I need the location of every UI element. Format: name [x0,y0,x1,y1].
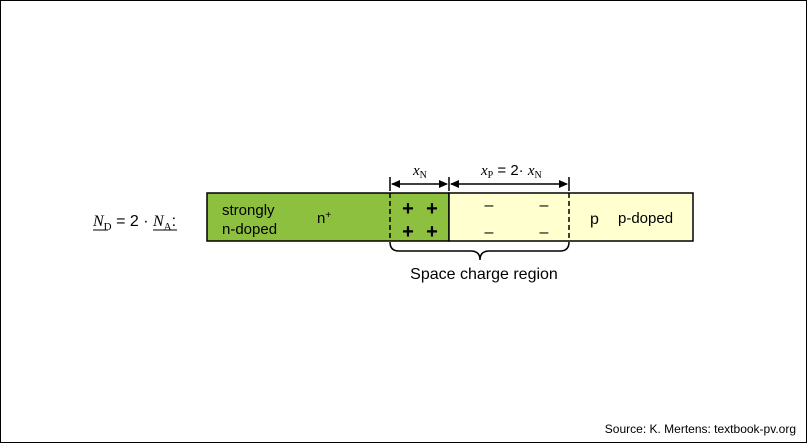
xp-sub: P [488,170,494,181]
equation-middle: = 2 · [112,213,153,230]
scr-brace [389,241,570,261]
positive-charge: + [426,221,438,243]
n-plus-symbol: n [317,210,325,227]
p-region [448,192,694,242]
negative-charge: – [540,224,549,241]
xp-var: x [480,163,488,179]
positive-charges: + + + + [402,198,438,243]
width-dimensions [389,177,570,191]
negative-charge: – [540,197,549,214]
xp-label: xP = 2· xN [480,162,542,181]
positive-charge: + [426,198,438,220]
negative-charges: – – – – [485,197,549,241]
negative-charge: – [485,224,494,241]
equation-lhs-var: N [92,213,105,230]
n-region-label-line1: strongly [222,202,275,219]
positive-charge: + [402,221,414,243]
equation-colon: : [172,213,176,230]
n-region-label-line2: n-doped [222,221,277,238]
scr-label: Space charge region [410,266,558,283]
arrow-heads [391,180,568,188]
positive-charge: + [402,198,414,220]
xp-rhs-var: x [527,163,535,179]
equation-rhs-sub: A [164,221,172,233]
arrow-head [450,180,459,188]
p-region-label: p-doped [618,210,673,227]
xn-label: xN [412,163,427,181]
xp-rhs-sub: N [535,170,542,181]
svg-text:ND = 2 · NA:: ND = 2 · NA: [92,213,176,233]
xn-sub: N [420,170,427,181]
n-plus-sup: + [325,210,331,221]
negative-charge: – [485,197,494,214]
source-caption: Source: K. Mertens: textbook-pv.org [605,422,796,436]
arrow-head [391,180,400,188]
xp-eq: = 2· [493,162,528,179]
n-plus-label: n+ [317,210,331,227]
doping-equation: ND = 2 · NA: [92,213,177,233]
n-region [206,192,450,242]
equation-lhs-sub: D [104,221,112,233]
arrow-head [559,180,568,188]
p-symbol: p [590,211,599,228]
arrow-head [439,180,448,188]
xn-var: x [412,163,420,179]
equation-rhs-var: N [152,213,165,230]
